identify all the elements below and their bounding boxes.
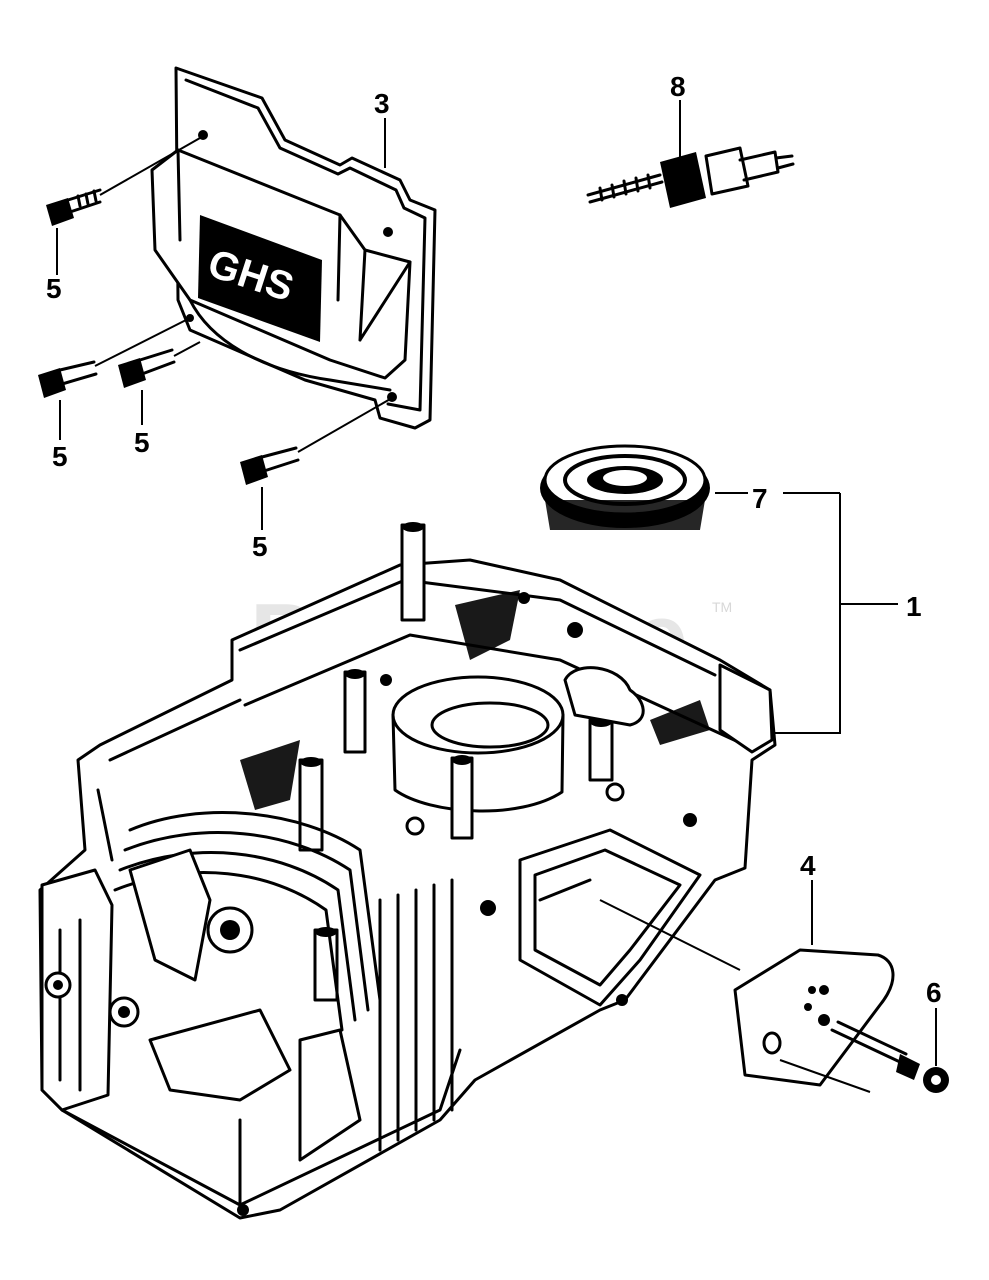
callout-3: 3 (374, 88, 390, 119)
callout-5-a: 5 (46, 273, 62, 304)
cover-bolt-a[interactable]: 5 (46, 137, 201, 304)
callout-8: 8 (670, 71, 686, 102)
plate-screw[interactable]: 6 (830, 977, 949, 1093)
callout-5-d: 5 (252, 531, 268, 562)
callout-5-b: 5 (52, 441, 68, 472)
oil-seal[interactable]: 7 (540, 444, 840, 530)
callout-7: 7 (752, 483, 768, 514)
crankcase[interactable] (38, 522, 777, 1220)
valve-cover[interactable]: GHS 3 (150, 66, 437, 430)
callout-4: 4 (800, 850, 816, 881)
cover-bolt-c[interactable]: 5 (118, 341, 201, 458)
callout-5-c: 5 (134, 427, 150, 458)
callout-6: 6 (926, 977, 942, 1008)
spark-plug[interactable]: 8 (586, 71, 795, 208)
cover-bolt-b[interactable]: 5 (38, 317, 191, 472)
callout-1-bracket: 1 (772, 493, 922, 734)
watermark-trademark: TM (712, 599, 732, 615)
callout-1: 1 (906, 591, 922, 622)
cover-bolt-d[interactable]: 5 (240, 397, 393, 562)
